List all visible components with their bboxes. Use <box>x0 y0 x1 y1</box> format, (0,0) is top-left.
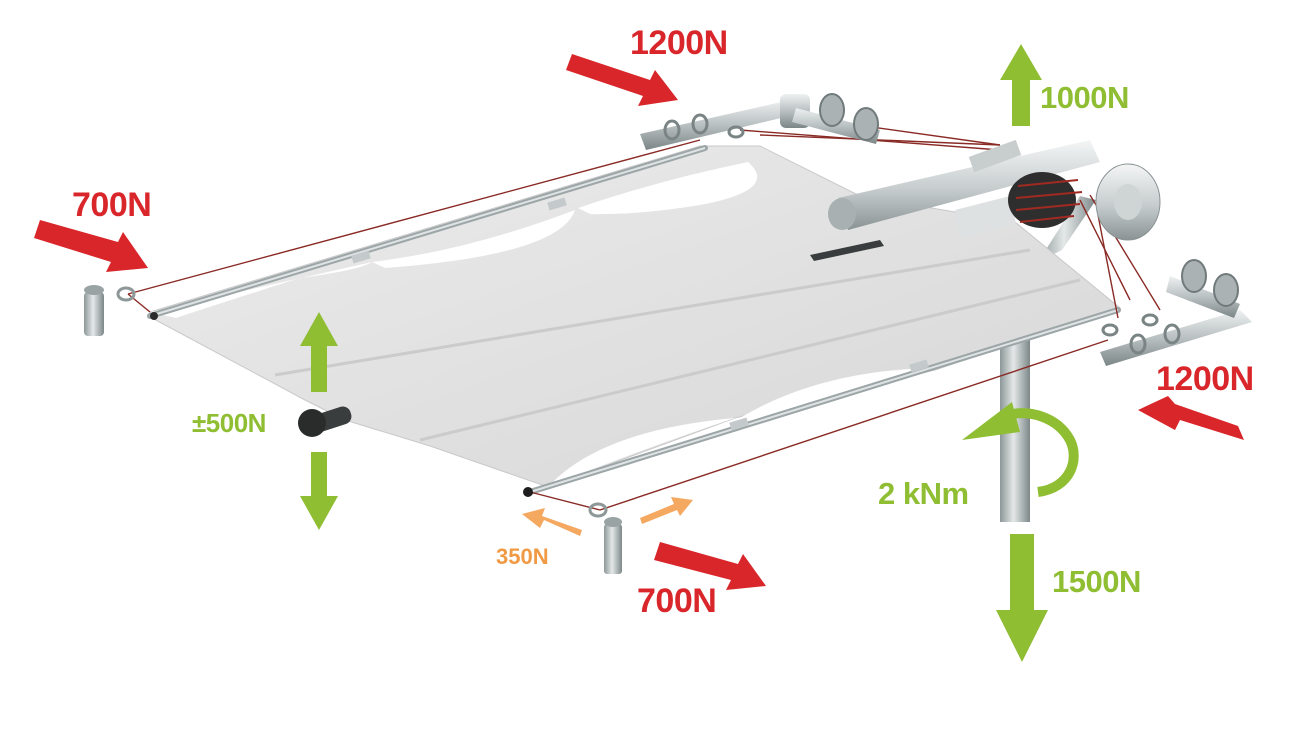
force-arrow-red <box>34 54 1244 590</box>
edge-rods <box>147 145 1121 495</box>
roller-housing <box>828 139 1161 241</box>
downward-force-label: 1500N <box>1052 564 1141 599</box>
small-force-label: 350N <box>496 544 549 569</box>
right-force-label: 1200N <box>1156 360 1254 398</box>
bottom-force-label: 700N <box>637 582 717 620</box>
upward-force-label: 1000N <box>1040 80 1129 115</box>
moment-arrow <box>962 402 1079 497</box>
force-arrow-orange <box>522 497 693 536</box>
fabric-sheet <box>149 145 1122 488</box>
vertical-load-label: ±500N <box>192 408 266 438</box>
top-force-label: 1200N <box>630 24 728 62</box>
right-bracket <box>1100 259 1252 366</box>
front-roller <box>298 406 352 437</box>
left-mast <box>84 285 158 336</box>
bottom-mast <box>523 487 622 574</box>
moment-label: 2 kNm <box>878 476 969 511</box>
force-arrow-green <box>300 44 1048 662</box>
left-force-label: 700N <box>72 186 152 224</box>
top-bracket <box>640 93 880 150</box>
